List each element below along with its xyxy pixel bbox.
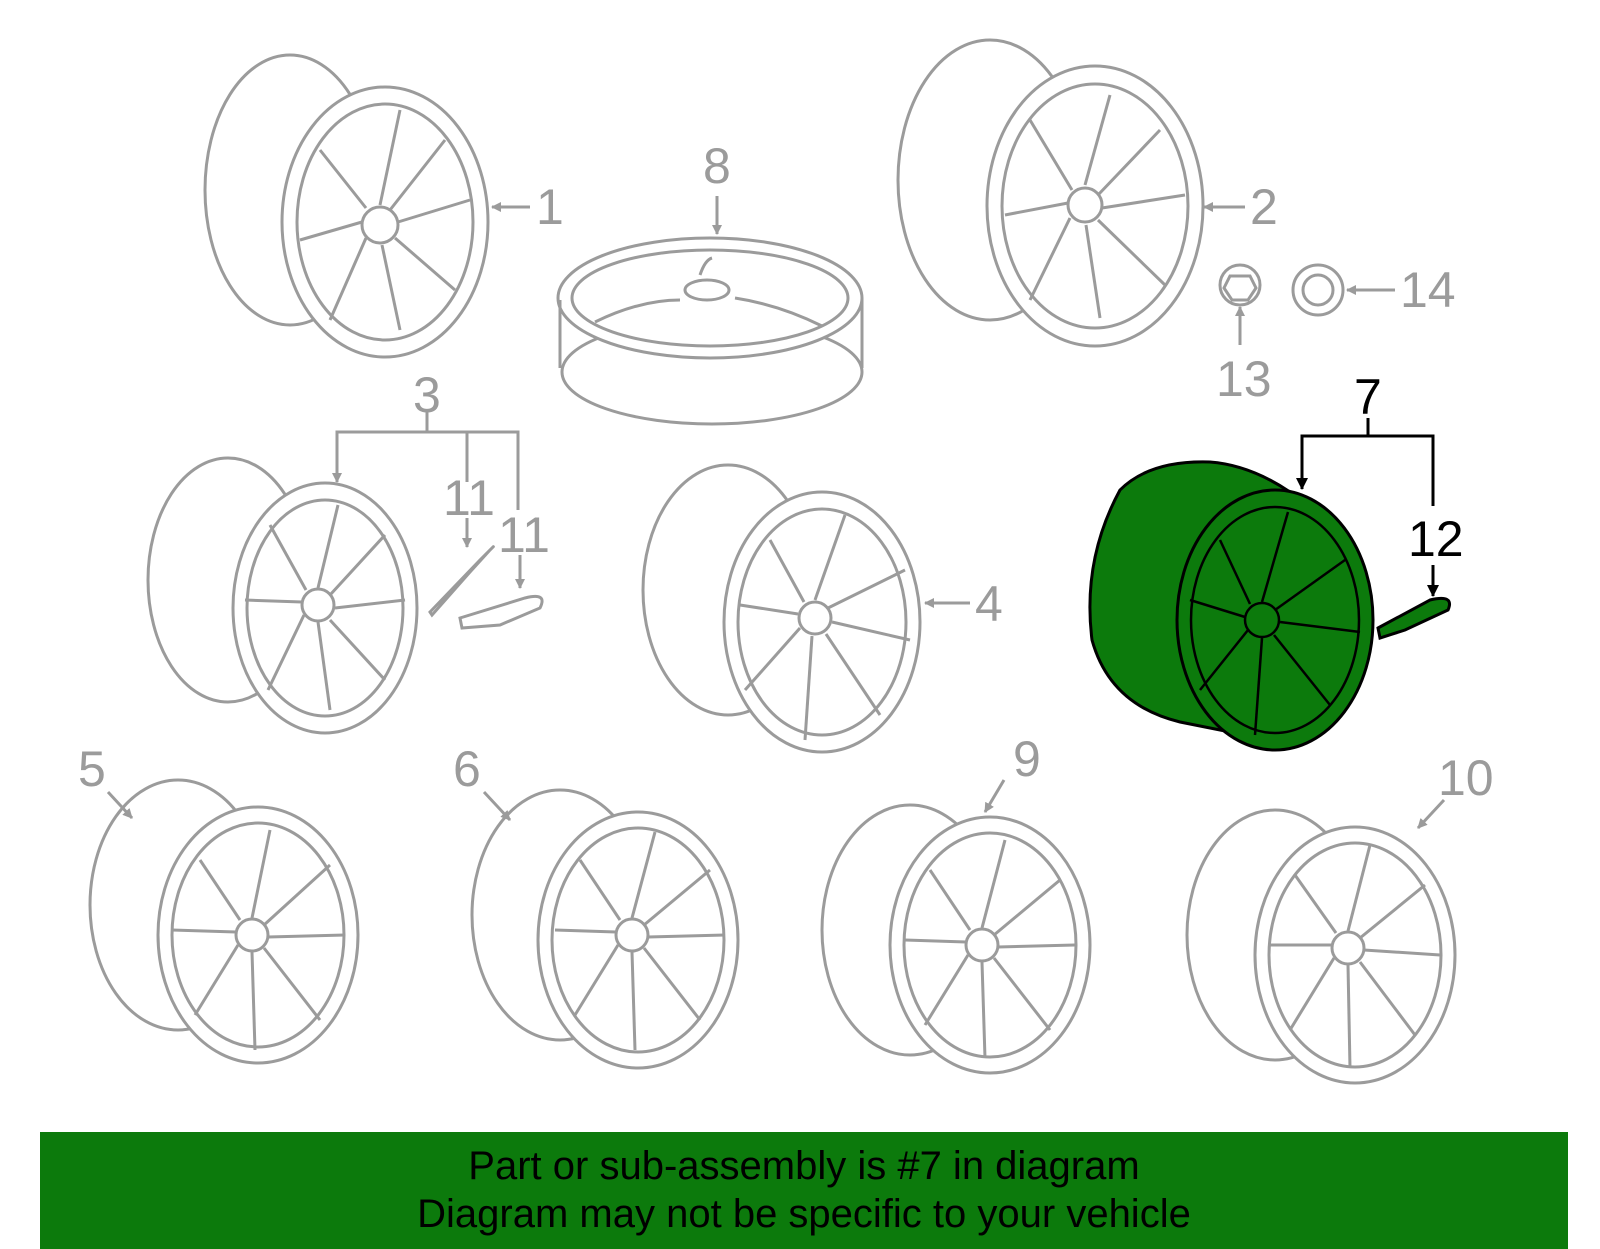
wheel-7-highlighted — [1088, 460, 1375, 752]
trim-11a — [428, 545, 495, 618]
trim-12-highlighted — [1376, 596, 1451, 640]
callout-11b: 11 — [498, 507, 550, 563]
banner-line-1: Part or sub-assembly is #7 in diagram — [468, 1144, 1140, 1188]
wheel-9 — [820, 803, 1092, 1075]
callout-1: 1 — [536, 179, 564, 235]
lug-nut-13 — [1218, 263, 1262, 307]
callout-5: 5 — [78, 741, 106, 797]
center-cap-14 — [1291, 263, 1345, 317]
wheel-8 — [556, 236, 864, 426]
callout-13: 13 — [1216, 351, 1272, 407]
info-banner: Part or sub-assembly is #7 in diagram Di… — [40, 1132, 1568, 1249]
callout-3: 3 — [413, 367, 441, 423]
callout-10: 10 — [1438, 750, 1494, 806]
wheel-1 — [203, 53, 490, 359]
callout-2: 2 — [1250, 179, 1278, 235]
trim-11b — [458, 594, 544, 630]
callout-12: 12 — [1408, 511, 1464, 567]
callout-6: 6 — [453, 741, 481, 797]
callout-8: 8 — [703, 138, 731, 194]
callout-14: 14 — [1400, 262, 1456, 318]
wheel-6 — [470, 788, 740, 1070]
callout-7: 7 — [1354, 369, 1382, 425]
wheel-5 — [88, 778, 360, 1065]
wheel-10 — [1185, 808, 1457, 1085]
callout-9: 9 — [1013, 731, 1041, 787]
callout-4: 4 — [975, 576, 1003, 632]
wheel-4 — [641, 463, 922, 754]
wheel-3 — [146, 456, 419, 735]
callout-11a: 11 — [443, 470, 495, 526]
banner-line-2: Diagram may not be specific to your vehi… — [417, 1192, 1191, 1236]
wheel-2 — [896, 38, 1205, 348]
